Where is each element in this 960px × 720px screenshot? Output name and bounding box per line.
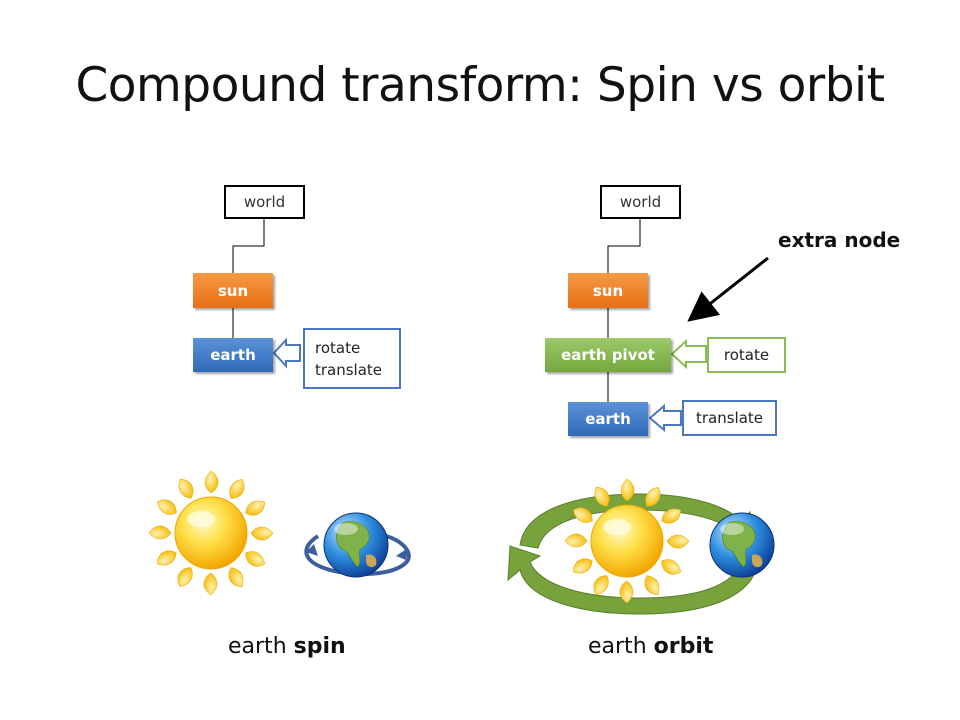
extra-node-label: extra node [778, 228, 901, 252]
spin-ring-icon [304, 534, 411, 577]
sun-icon-spin [148, 470, 274, 596]
spin-ring-front [306, 544, 408, 560]
caption-earth-orbit: earth orbit [588, 634, 713, 659]
left-ops-box: rotate translate [303, 328, 401, 389]
caption-spin-bold: spin [293, 634, 346, 659]
right-world-sun-connector [607, 219, 641, 273]
pivot-op-arrow [670, 338, 707, 370]
caption-orbit-prefix: earth [588, 634, 654, 659]
slide-title: Compound transform: Spin vs orbit [75, 58, 885, 113]
right-sun-node: sun [568, 273, 648, 308]
left-world-sun-connector [232, 219, 265, 273]
right-world-node: world [600, 185, 681, 219]
left-sun-node: sun [193, 273, 273, 308]
caption-orbit-bold: orbit [653, 634, 714, 659]
left-ops-arrow [272, 337, 301, 369]
right-earth-node: earth [568, 402, 648, 436]
earth-pivot-node: earth pivot [545, 338, 671, 372]
earth-op-box: translate [682, 400, 777, 436]
left-earth-node: earth [193, 338, 273, 372]
extra-node-arrow [687, 256, 769, 322]
left-op-rotate: rotate [315, 338, 361, 357]
globe-icon-orbit [709, 512, 775, 578]
left-world-node: world [224, 185, 305, 219]
pivot-op-box: rotate [707, 337, 786, 373]
caption-spin-prefix: earth [228, 634, 294, 659]
left-op-translate: translate [315, 360, 383, 379]
globe-icon-spin [323, 512, 389, 578]
earth-op-arrow [648, 403, 682, 433]
caption-earth-spin: earth spin [228, 634, 346, 659]
